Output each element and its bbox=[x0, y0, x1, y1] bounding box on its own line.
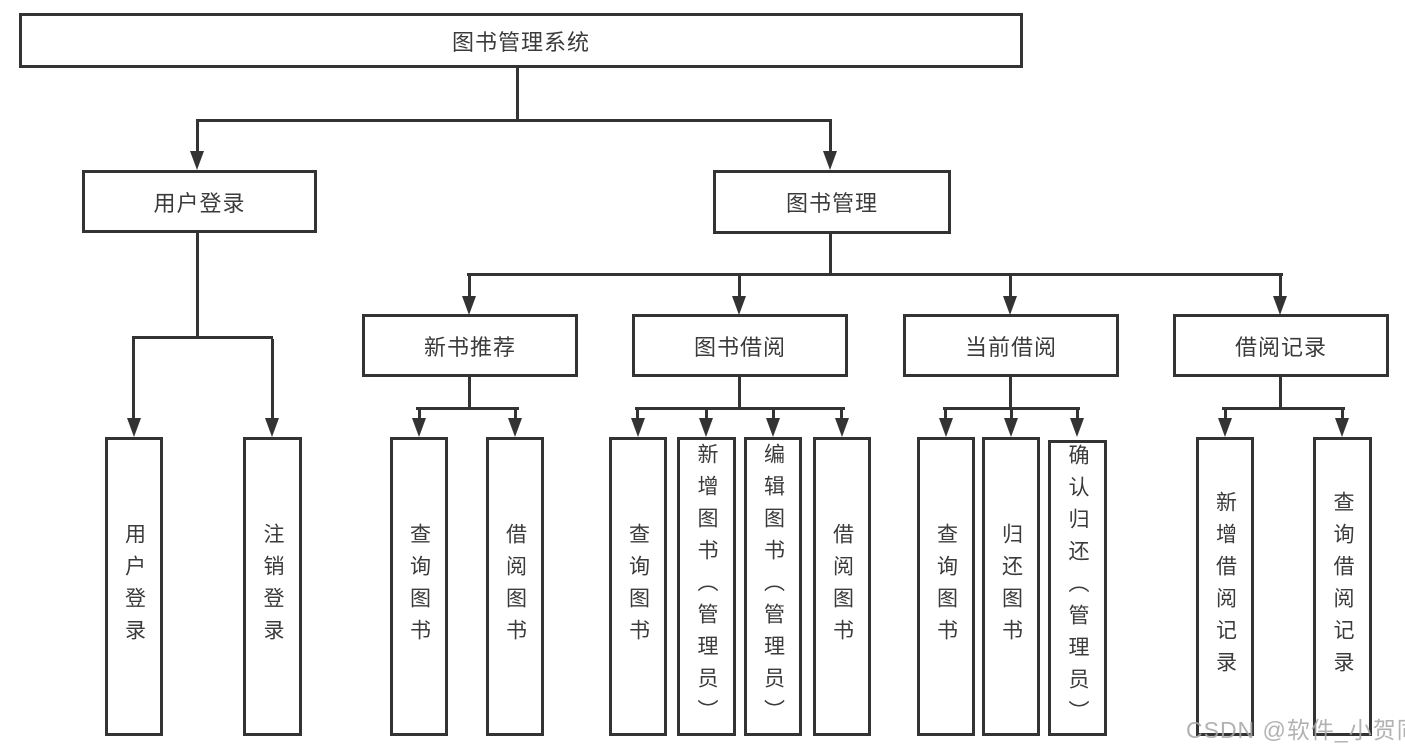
node-label: 新书推荐 bbox=[423, 334, 516, 360]
leaf-label: 编辑图书（管理员） bbox=[761, 442, 785, 731]
arrow-down-icon bbox=[835, 418, 849, 437]
leaf-label: 用户登录 bbox=[122, 522, 146, 651]
connector-line bbox=[1224, 410, 1227, 420]
connector-line bbox=[635, 407, 845, 410]
node-library-management-system: 图书管理系统 bbox=[19, 13, 1023, 68]
arrow-down-icon bbox=[732, 296, 746, 315]
arrow-down-icon bbox=[508, 418, 522, 437]
node-label: 用户登录 bbox=[153, 190, 246, 216]
connector-line bbox=[468, 276, 471, 297]
node-borrowing-records: 借阅记录 bbox=[1173, 314, 1389, 377]
connector-line bbox=[196, 119, 832, 122]
node-user-login: 用户登录 bbox=[82, 170, 317, 233]
connector-line bbox=[468, 377, 471, 410]
node-new-book-recommend: 新书推荐 bbox=[362, 314, 578, 377]
node-book-borrowing: 图书借阅 bbox=[632, 314, 848, 377]
arrow-down-icon bbox=[1003, 296, 1017, 315]
connector-line bbox=[1009, 276, 1012, 297]
leaf-query-borrow-record: 查询借阅记录 bbox=[1313, 437, 1372, 736]
arrow-down-icon bbox=[939, 418, 953, 437]
leaf-label: 查询图书 bbox=[934, 522, 958, 651]
leaf-label: 归还图书 bbox=[999, 522, 1023, 651]
node-label: 图书管理 bbox=[785, 191, 878, 216]
connector-line bbox=[1341, 410, 1344, 420]
connector-line bbox=[467, 273, 1283, 276]
connector-line bbox=[1009, 377, 1012, 410]
leaf-label: 新增借阅记录 bbox=[1213, 490, 1237, 683]
connector-line bbox=[516, 68, 519, 119]
node-label: 图书借阅 bbox=[693, 334, 786, 360]
connector-line bbox=[132, 339, 135, 418]
leaf-query-books-borrowing: 查询图书 bbox=[609, 437, 667, 736]
arrow-down-icon bbox=[766, 418, 780, 437]
connector-line bbox=[416, 407, 519, 410]
leaf-borrow-books: 借阅图书 bbox=[813, 437, 871, 736]
node-current-borrowing: 当前借阅 bbox=[903, 314, 1119, 377]
connector-line bbox=[738, 276, 741, 297]
leaf-add-borrow-record: 新增借阅记录 bbox=[1196, 437, 1254, 736]
connector-line bbox=[1279, 377, 1282, 410]
arrow-down-icon bbox=[1004, 418, 1018, 437]
arrow-down-icon bbox=[1273, 296, 1287, 315]
leaf-label: 查询借阅记录 bbox=[1331, 490, 1354, 683]
connector-line bbox=[943, 407, 1080, 410]
connector-line bbox=[514, 410, 517, 420]
leaf-borrow-books-recommend: 借阅图书 bbox=[486, 437, 544, 736]
connector-line bbox=[1076, 410, 1079, 420]
leaf-label: 新增图书（管理员） bbox=[695, 442, 718, 731]
leaf-label: 借阅图书 bbox=[830, 522, 854, 651]
node-label: 借阅记录 bbox=[1234, 334, 1327, 360]
arrow-down-icon bbox=[265, 418, 279, 437]
connector-line bbox=[705, 410, 708, 420]
connector-line bbox=[271, 339, 274, 418]
leaf-edit-books-admin: 编辑图书（管理员） bbox=[744, 437, 802, 736]
leaf-label: 注销登录 bbox=[261, 522, 284, 651]
arrow-down-icon bbox=[462, 296, 476, 315]
leaf-label: 借阅图书 bbox=[503, 522, 527, 651]
arrow-down-icon bbox=[699, 418, 713, 437]
connector-line bbox=[1010, 410, 1013, 420]
node-label: 当前借阅 bbox=[964, 334, 1057, 360]
leaf-label: 确认归还（管理员） bbox=[1066, 444, 1089, 732]
connector-line bbox=[1279, 276, 1282, 297]
arrow-down-icon bbox=[127, 418, 141, 437]
leaf-label: 查询图书 bbox=[626, 522, 650, 651]
leaf-confirm-return-admin: 确认归还（管理员） bbox=[1048, 440, 1107, 736]
connector-line bbox=[132, 336, 273, 339]
node-book-management: 图书管理 bbox=[713, 170, 951, 234]
leaf-query-books-recommend: 查询图书 bbox=[390, 437, 448, 736]
node-label: 图书管理系统 bbox=[451, 29, 590, 55]
leaf-return-books: 归还图书 bbox=[982, 437, 1040, 736]
arrow-down-icon bbox=[1335, 418, 1349, 437]
connector-line bbox=[196, 233, 199, 337]
arrow-down-icon bbox=[631, 418, 645, 437]
leaf-query-books-current: 查询图书 bbox=[917, 437, 975, 736]
connector-line bbox=[636, 410, 639, 420]
arrow-down-icon bbox=[1070, 418, 1084, 437]
arrow-down-icon bbox=[1218, 418, 1232, 437]
leaf-add-books-admin: 新增图书（管理员） bbox=[677, 437, 736, 736]
connector-line bbox=[196, 122, 199, 151]
connector-line bbox=[829, 122, 832, 151]
connector-line bbox=[772, 410, 775, 420]
arrow-down-icon bbox=[190, 151, 204, 170]
leaf-label: 查询图书 bbox=[407, 522, 431, 651]
connector-line bbox=[840, 410, 843, 420]
connector-line bbox=[1222, 407, 1345, 410]
arrow-down-icon bbox=[823, 151, 837, 170]
connector-line bbox=[418, 410, 421, 420]
leaf-logout: 注销登录 bbox=[243, 437, 302, 736]
connector-line bbox=[829, 234, 832, 276]
connector-line bbox=[944, 410, 947, 420]
arrow-down-icon bbox=[412, 418, 426, 437]
connector-line bbox=[738, 377, 741, 410]
watermark: CSDN @软件_小贺同学 bbox=[1186, 717, 1405, 743]
leaf-user-login: 用户登录 bbox=[105, 437, 163, 736]
